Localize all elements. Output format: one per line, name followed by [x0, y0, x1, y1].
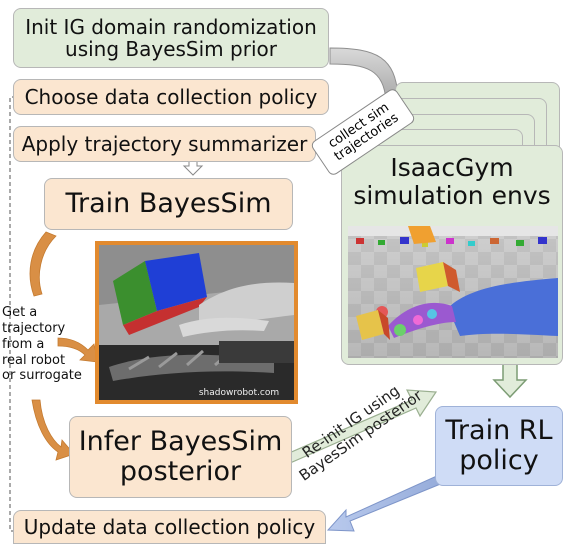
- sim-envs-title-line1: IsaacGym: [390, 153, 514, 182]
- orange-arrow-train-to-text: [29, 231, 57, 297]
- note-line-2: trajectory: [2, 320, 66, 336]
- init-box-line1: Init IG domain randomization: [25, 14, 317, 39]
- sim-envs-title-line2: simulation envs: [353, 180, 551, 210]
- train-rl-line1: Train RL: [445, 414, 553, 446]
- infer-posterior-box: Infer BayesSim posterior: [69, 416, 292, 498]
- infer-box-line2: posterior: [119, 456, 242, 487]
- real-robot-photo-frame: shadowrobot.com: [95, 241, 298, 404]
- init-ig-randomization-box: Init IG domain randomization using Bayes…: [13, 8, 329, 68]
- note-line-1: Get a: [2, 305, 38, 320]
- real-robot-photo: shadowrobot.com: [99, 245, 294, 400]
- choose-policy-box: Choose data collection policy: [13, 79, 329, 115]
- choose-policy-label: Choose data collection policy: [24, 84, 318, 109]
- orange-arrow-text-to-photo: [57, 337, 99, 363]
- photo-watermark: shadowrobot.com: [199, 388, 279, 398]
- train-bayessim-box: Train BayesSim: [44, 178, 293, 230]
- get-trajectory-note: Get a trajectory from a real robot or su…: [2, 305, 82, 384]
- train-bayessim-label: Train BayesSim: [65, 187, 272, 219]
- note-line-4: real robot: [2, 352, 66, 368]
- train-rl-policy-box: Train RL policy: [435, 406, 563, 486]
- init-box-line2: using BayesSim prior: [65, 37, 277, 61]
- simulation-render-image: [348, 226, 558, 358]
- trajectory-summarizer-label: Apply trajectory summarizer: [21, 131, 308, 156]
- update-policy-box: Update data collection policy: [13, 510, 326, 544]
- trajectory-summarizer-box: Apply trajectory summarizer: [13, 126, 316, 162]
- orange-arrow-text-to-infer: [31, 399, 75, 461]
- train-rl-line2: policy: [459, 445, 539, 476]
- green-arrow-to-train-rl: [492, 363, 528, 399]
- note-line-3: from a: [2, 336, 45, 352]
- update-policy-label: Update data collection policy: [23, 514, 316, 539]
- note-line-5: or surrogate: [2, 368, 82, 384]
- infer-box-line1: Infer BayesSim: [78, 425, 283, 457]
